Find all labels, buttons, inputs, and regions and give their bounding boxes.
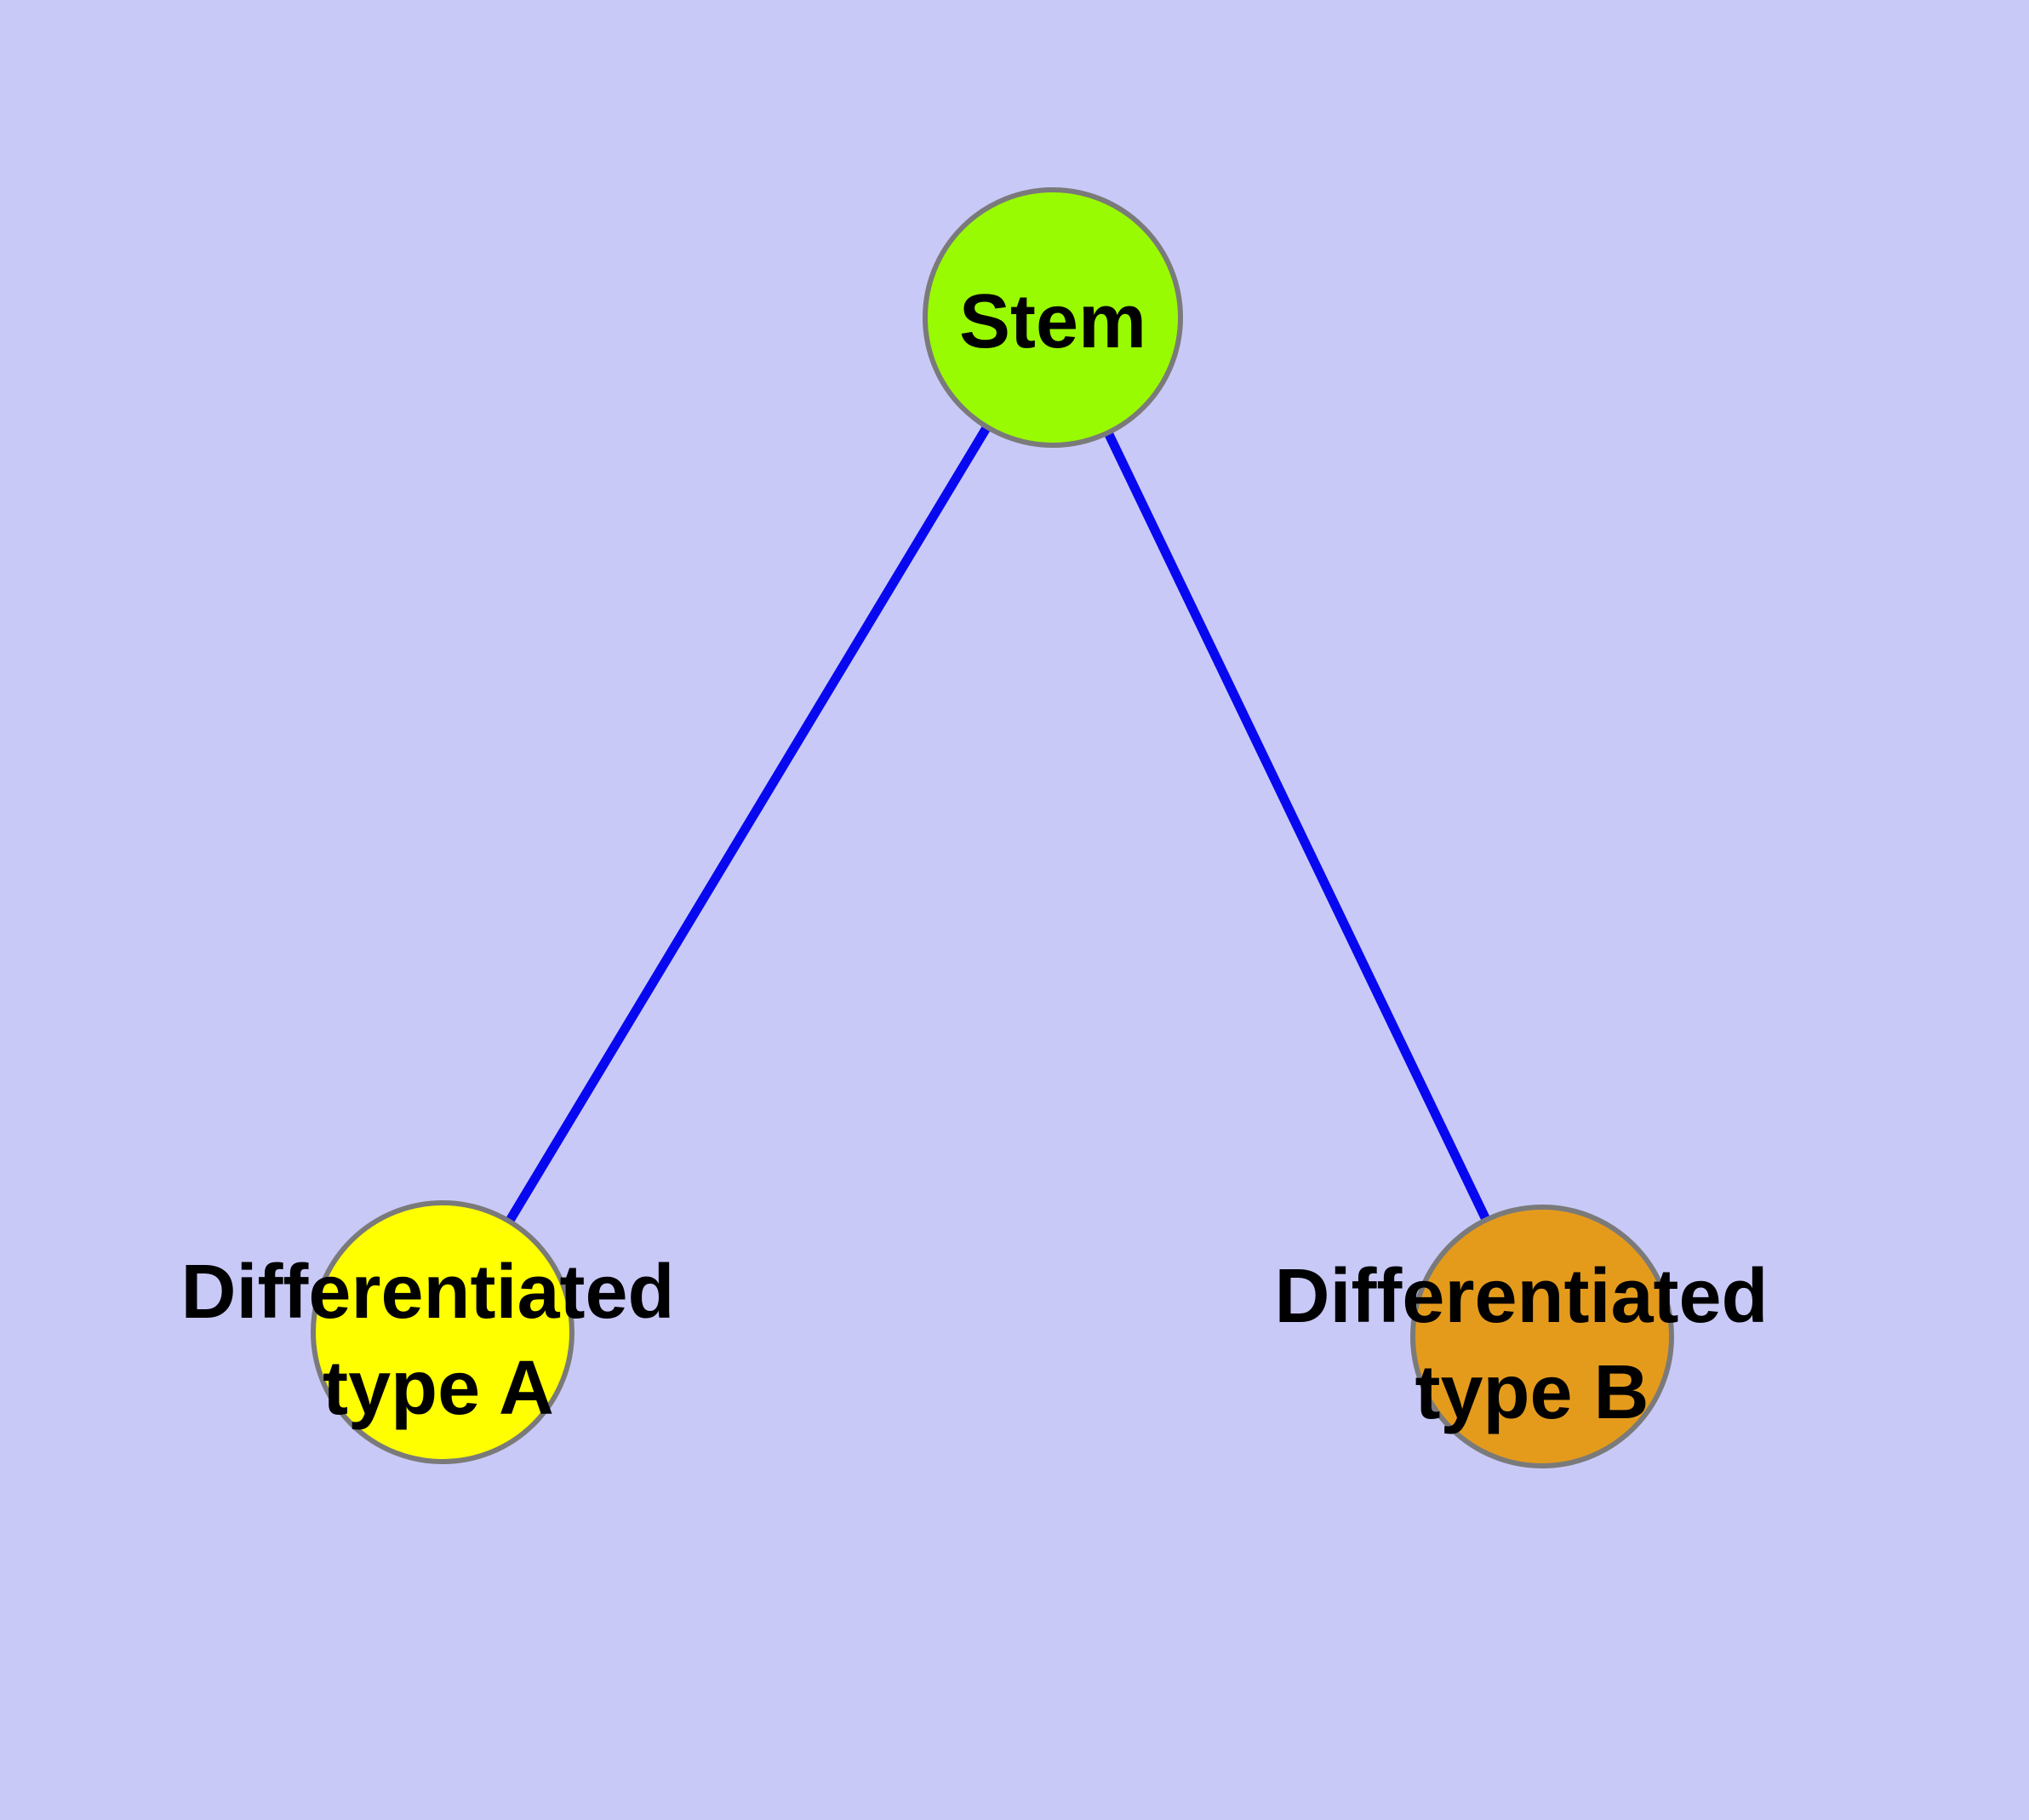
node-differentiated-type-a	[311, 1200, 574, 1464]
node-differentiated-type-b	[1410, 1205, 1674, 1468]
node-stem	[923, 187, 1183, 448]
edge-stem-to-type-b	[1049, 315, 1546, 1339]
node-type-a-label-line1: Differentiated	[180, 1250, 674, 1335]
node-type-b-label-line1: Differentiated	[1274, 1254, 1768, 1339]
node-type-b-label-line2: type B	[1415, 1350, 1649, 1435]
node-type-b-label: Differentiated type B	[1274, 1254, 1789, 1435]
edge-stem-to-type-a	[438, 315, 1057, 1335]
node-stem-label: Stem	[959, 279, 1146, 364]
node-type-a-label-line2: type A	[323, 1346, 554, 1431]
node-type-a-label: Differentiated type A	[180, 1250, 695, 1431]
